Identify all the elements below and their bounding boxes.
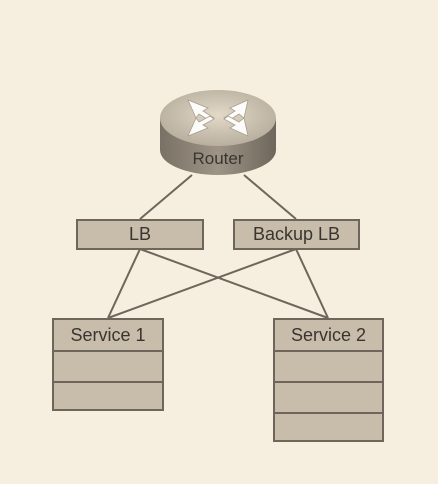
connector-backup-lb-service1 — [107, 248, 297, 319]
connector-router-lb — [139, 174, 193, 220]
service1-title: Service 1 — [70, 324, 146, 345]
service1-box[interactable]: Service 1 — [52, 318, 164, 411]
service1-row — [54, 350, 162, 381]
router-icon[interactable] — [160, 90, 276, 175]
service2-row — [275, 350, 382, 381]
connectors — [107, 174, 329, 319]
service2-box[interactable]: Service 2 — [273, 318, 384, 442]
connector-router-backup-lb — [243, 174, 297, 220]
backup-lb-box[interactable]: Backup LB — [233, 219, 360, 250]
backup-lb-label: Backup LB — [252, 224, 341, 244]
router-label: Router — [192, 149, 244, 168]
service1-row — [54, 381, 162, 412]
service2-row — [275, 412, 382, 443]
service2-title: Service 2 — [290, 324, 367, 345]
connector-lb-service2 — [139, 248, 329, 319]
connector-lb-service1 — [107, 248, 141, 319]
connector-backup-lb-service2 — [295, 248, 329, 319]
lb-box[interactable]: LB — [76, 219, 204, 250]
lb-label: LB — [128, 224, 152, 244]
service2-row — [275, 381, 382, 412]
